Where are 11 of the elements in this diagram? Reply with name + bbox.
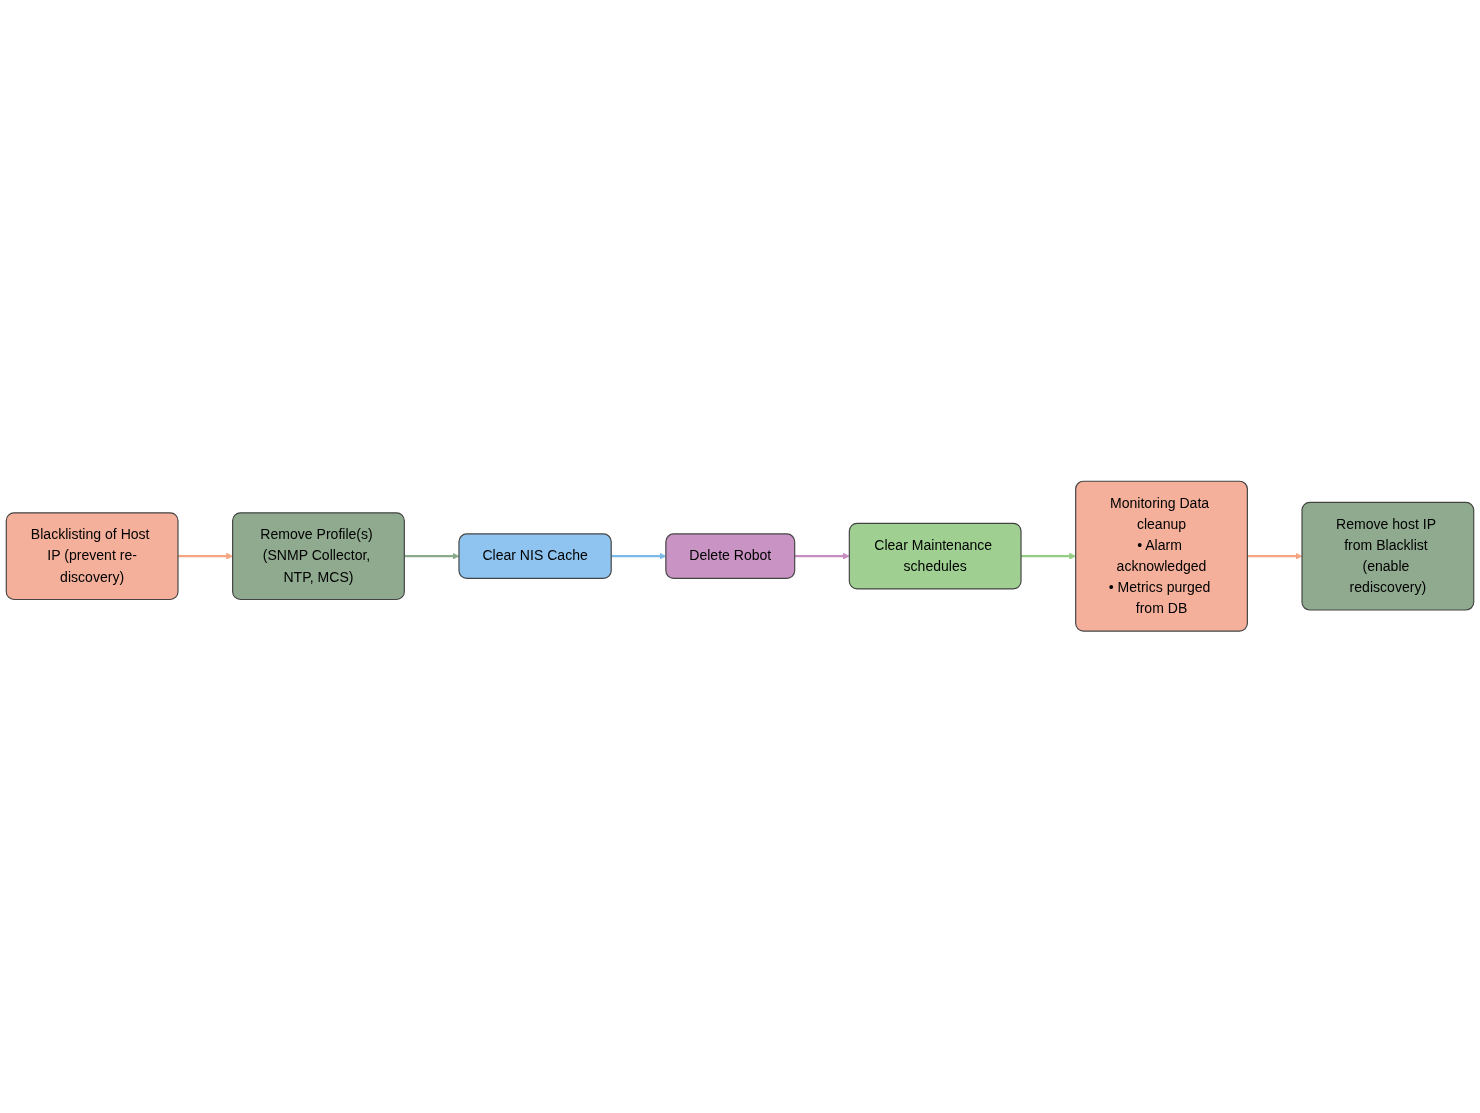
node-box: Clear Maintenance schedules [848,523,1022,590]
arrow [1021,553,1076,560]
arrow [178,553,233,560]
arrow [794,553,850,560]
node-box: Clear NIS Cache [458,533,612,580]
node-box: Remove host IP from Blacklist (enable rediscovery) [1301,502,1475,611]
node-box: Delete Robot [665,533,796,580]
node-box: Remove Profile(s) (SNMP Collector, NTP, MCS) [232,512,405,601]
node-box: Monitoring Data cleanup • Alarm acknowledged • Metrics purged from DB [1075,481,1248,632]
node-box: Blacklisting of Host IP (prevent re-discovery) [5,512,179,601]
arrow [1247,553,1303,560]
